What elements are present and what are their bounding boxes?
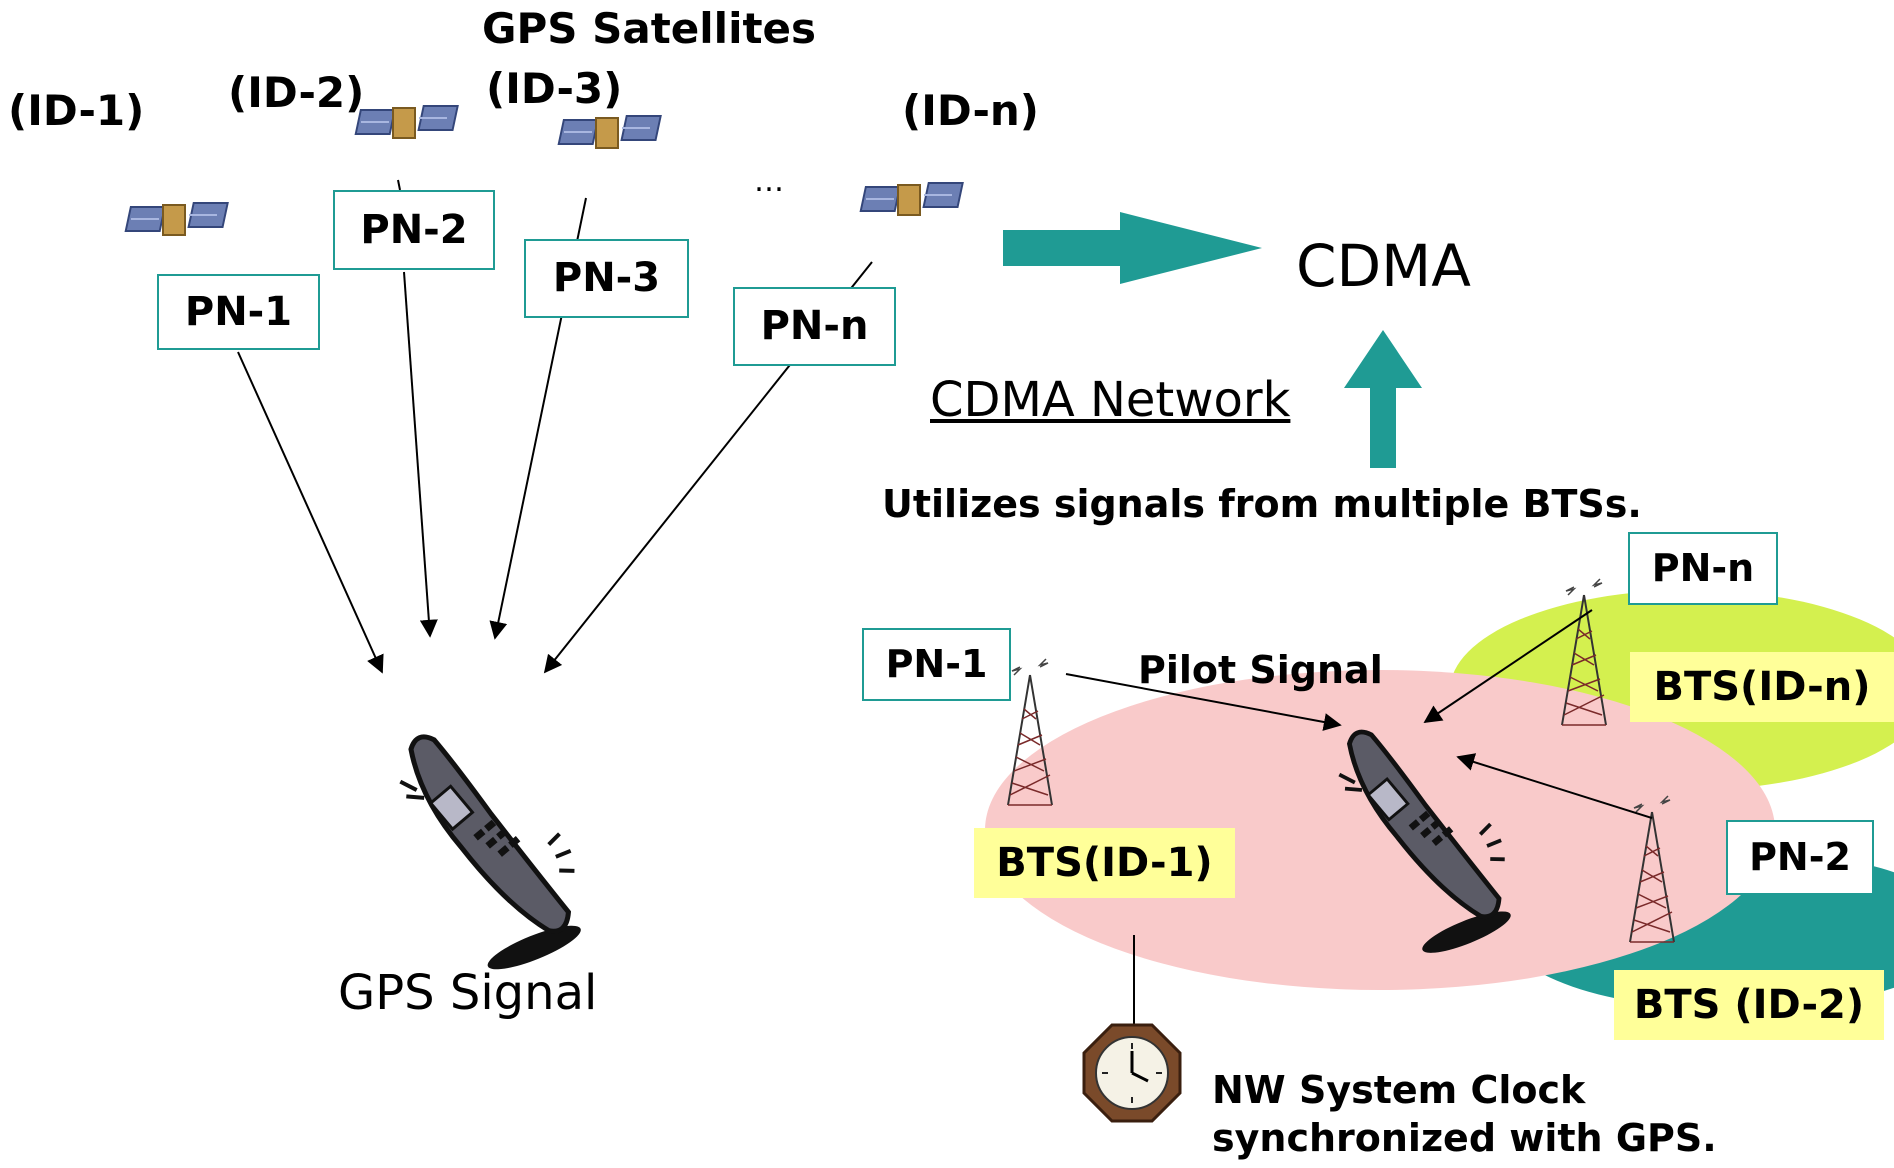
clock-caption-line-2: synchronized with GPS. <box>1212 1116 1717 1160</box>
pilot-signal-arrow-1 <box>1065 673 1342 731</box>
cdma-network-label: CDMA Network <box>930 372 1291 428</box>
pilot-signal-label: Pilot Signal <box>1138 648 1383 692</box>
satellite-id-1: (ID-1) <box>8 86 145 135</box>
clock-icon <box>1082 1023 1182 1123</box>
clock-caption-line-1: NW System Clock <box>1212 1068 1586 1112</box>
phone-icon <box>388 701 604 982</box>
satellite-icon <box>859 182 964 216</box>
pilot-signal-arrow-2 <box>1456 753 1653 819</box>
cdma-pn-box-2: PN-2 <box>1726 820 1874 895</box>
gps-satellites-title: GPS Satellites <box>482 4 817 53</box>
gps-signal-line-1 <box>237 351 384 674</box>
pn-box-3: PN-3 <box>524 239 689 318</box>
pn-box-1: PN-1 <box>157 274 320 350</box>
arrow-up-icon <box>1344 330 1422 468</box>
gps-signal-label: GPS Signal <box>338 965 598 1021</box>
cdma-pn-box-1: PN-1 <box>862 628 1011 701</box>
satellite-id-2: (ID-2) <box>228 68 365 117</box>
utilizes-text: Utilizes signals from multiple BTSs. <box>882 482 1642 526</box>
ellipsis: … <box>754 164 784 199</box>
bts-label-id-n: BTS(ID-n) <box>1630 652 1894 722</box>
satellite-icon <box>124 202 229 236</box>
cdma-pn-box-n: PN-n <box>1628 532 1778 605</box>
satellite-icon <box>557 115 662 149</box>
bts-label-id-1: BTS(ID-1) <box>974 828 1235 898</box>
satellite-id-3: (ID-3) <box>486 64 623 113</box>
arrow-right-icon <box>1003 212 1262 284</box>
bts-label-id-2: BTS (ID-2) <box>1614 970 1884 1040</box>
satellite-id-n: (ID-n) <box>902 86 1039 135</box>
pn-box-n: PN-n <box>733 287 896 366</box>
pilot-signal-arrow-n <box>1423 609 1593 724</box>
satellite-icon <box>354 105 459 139</box>
pn-box-2: PN-2 <box>333 190 495 270</box>
cdma-title: CDMA <box>1296 232 1471 300</box>
gps-signal-line-2 <box>403 271 438 638</box>
coverage-area-id-1 <box>985 670 1775 990</box>
